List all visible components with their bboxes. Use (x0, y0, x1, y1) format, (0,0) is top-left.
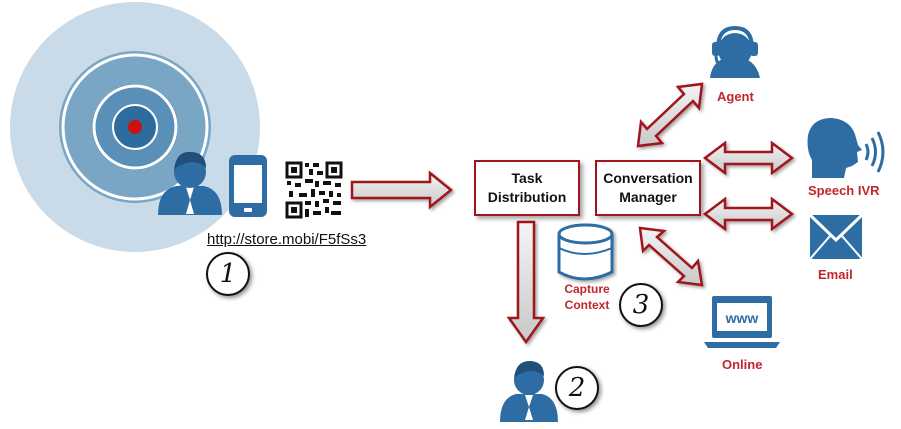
online-laptop-icon: www (704, 296, 780, 348)
email-envelope-icon (808, 213, 864, 260)
double-arrow-online (638, 226, 704, 287)
capture-context-line1: Capture (564, 282, 610, 296)
conversation-manager-line2: Manager (619, 189, 677, 205)
agent-headset-icon (710, 25, 760, 78)
target-ring-line-2 (92, 84, 178, 170)
speech-head-icon (807, 118, 885, 178)
mobile-phone-icon (229, 155, 267, 217)
double-arrow-agent (636, 82, 704, 148)
step-marker-2: 2 (555, 366, 599, 410)
person-icon-customer (158, 151, 222, 215)
task-distribution-line1: Task (511, 170, 543, 186)
online-label: Online (722, 357, 763, 372)
database-icon (557, 223, 614, 281)
conversation-manager-line1: Conversation (603, 170, 693, 186)
agent-label: Agent (717, 89, 754, 104)
task-distribution-box: Task Distribution (474, 160, 580, 216)
target-center (128, 120, 142, 134)
step-marker-1: 1 (206, 252, 250, 296)
qr-code-icon (285, 161, 343, 219)
conversation-manager-box: Conversation Manager (595, 160, 701, 216)
capture-context-label: Capture Context (561, 281, 613, 313)
target-ring-line-1 (61, 53, 209, 201)
arrow-down-to-agent-person (506, 220, 546, 345)
speech-ivr-label: Speech IVR (808, 183, 880, 198)
person-icon-bottom (500, 360, 558, 422)
arrow-to-task-distribution (350, 170, 453, 210)
www-screen-text: www (725, 310, 759, 326)
email-label: Email (818, 267, 853, 282)
step-marker-3: 3 (619, 283, 663, 327)
target-rings (10, 2, 260, 252)
double-arrow-speech-ivr (702, 140, 795, 176)
task-distribution-line2: Distribution (487, 189, 567, 205)
store-url-link[interactable]: http://store.mobi/F5fSs3 (207, 231, 367, 248)
capture-context-line2: Context (564, 298, 610, 312)
double-arrow-email (702, 196, 795, 232)
